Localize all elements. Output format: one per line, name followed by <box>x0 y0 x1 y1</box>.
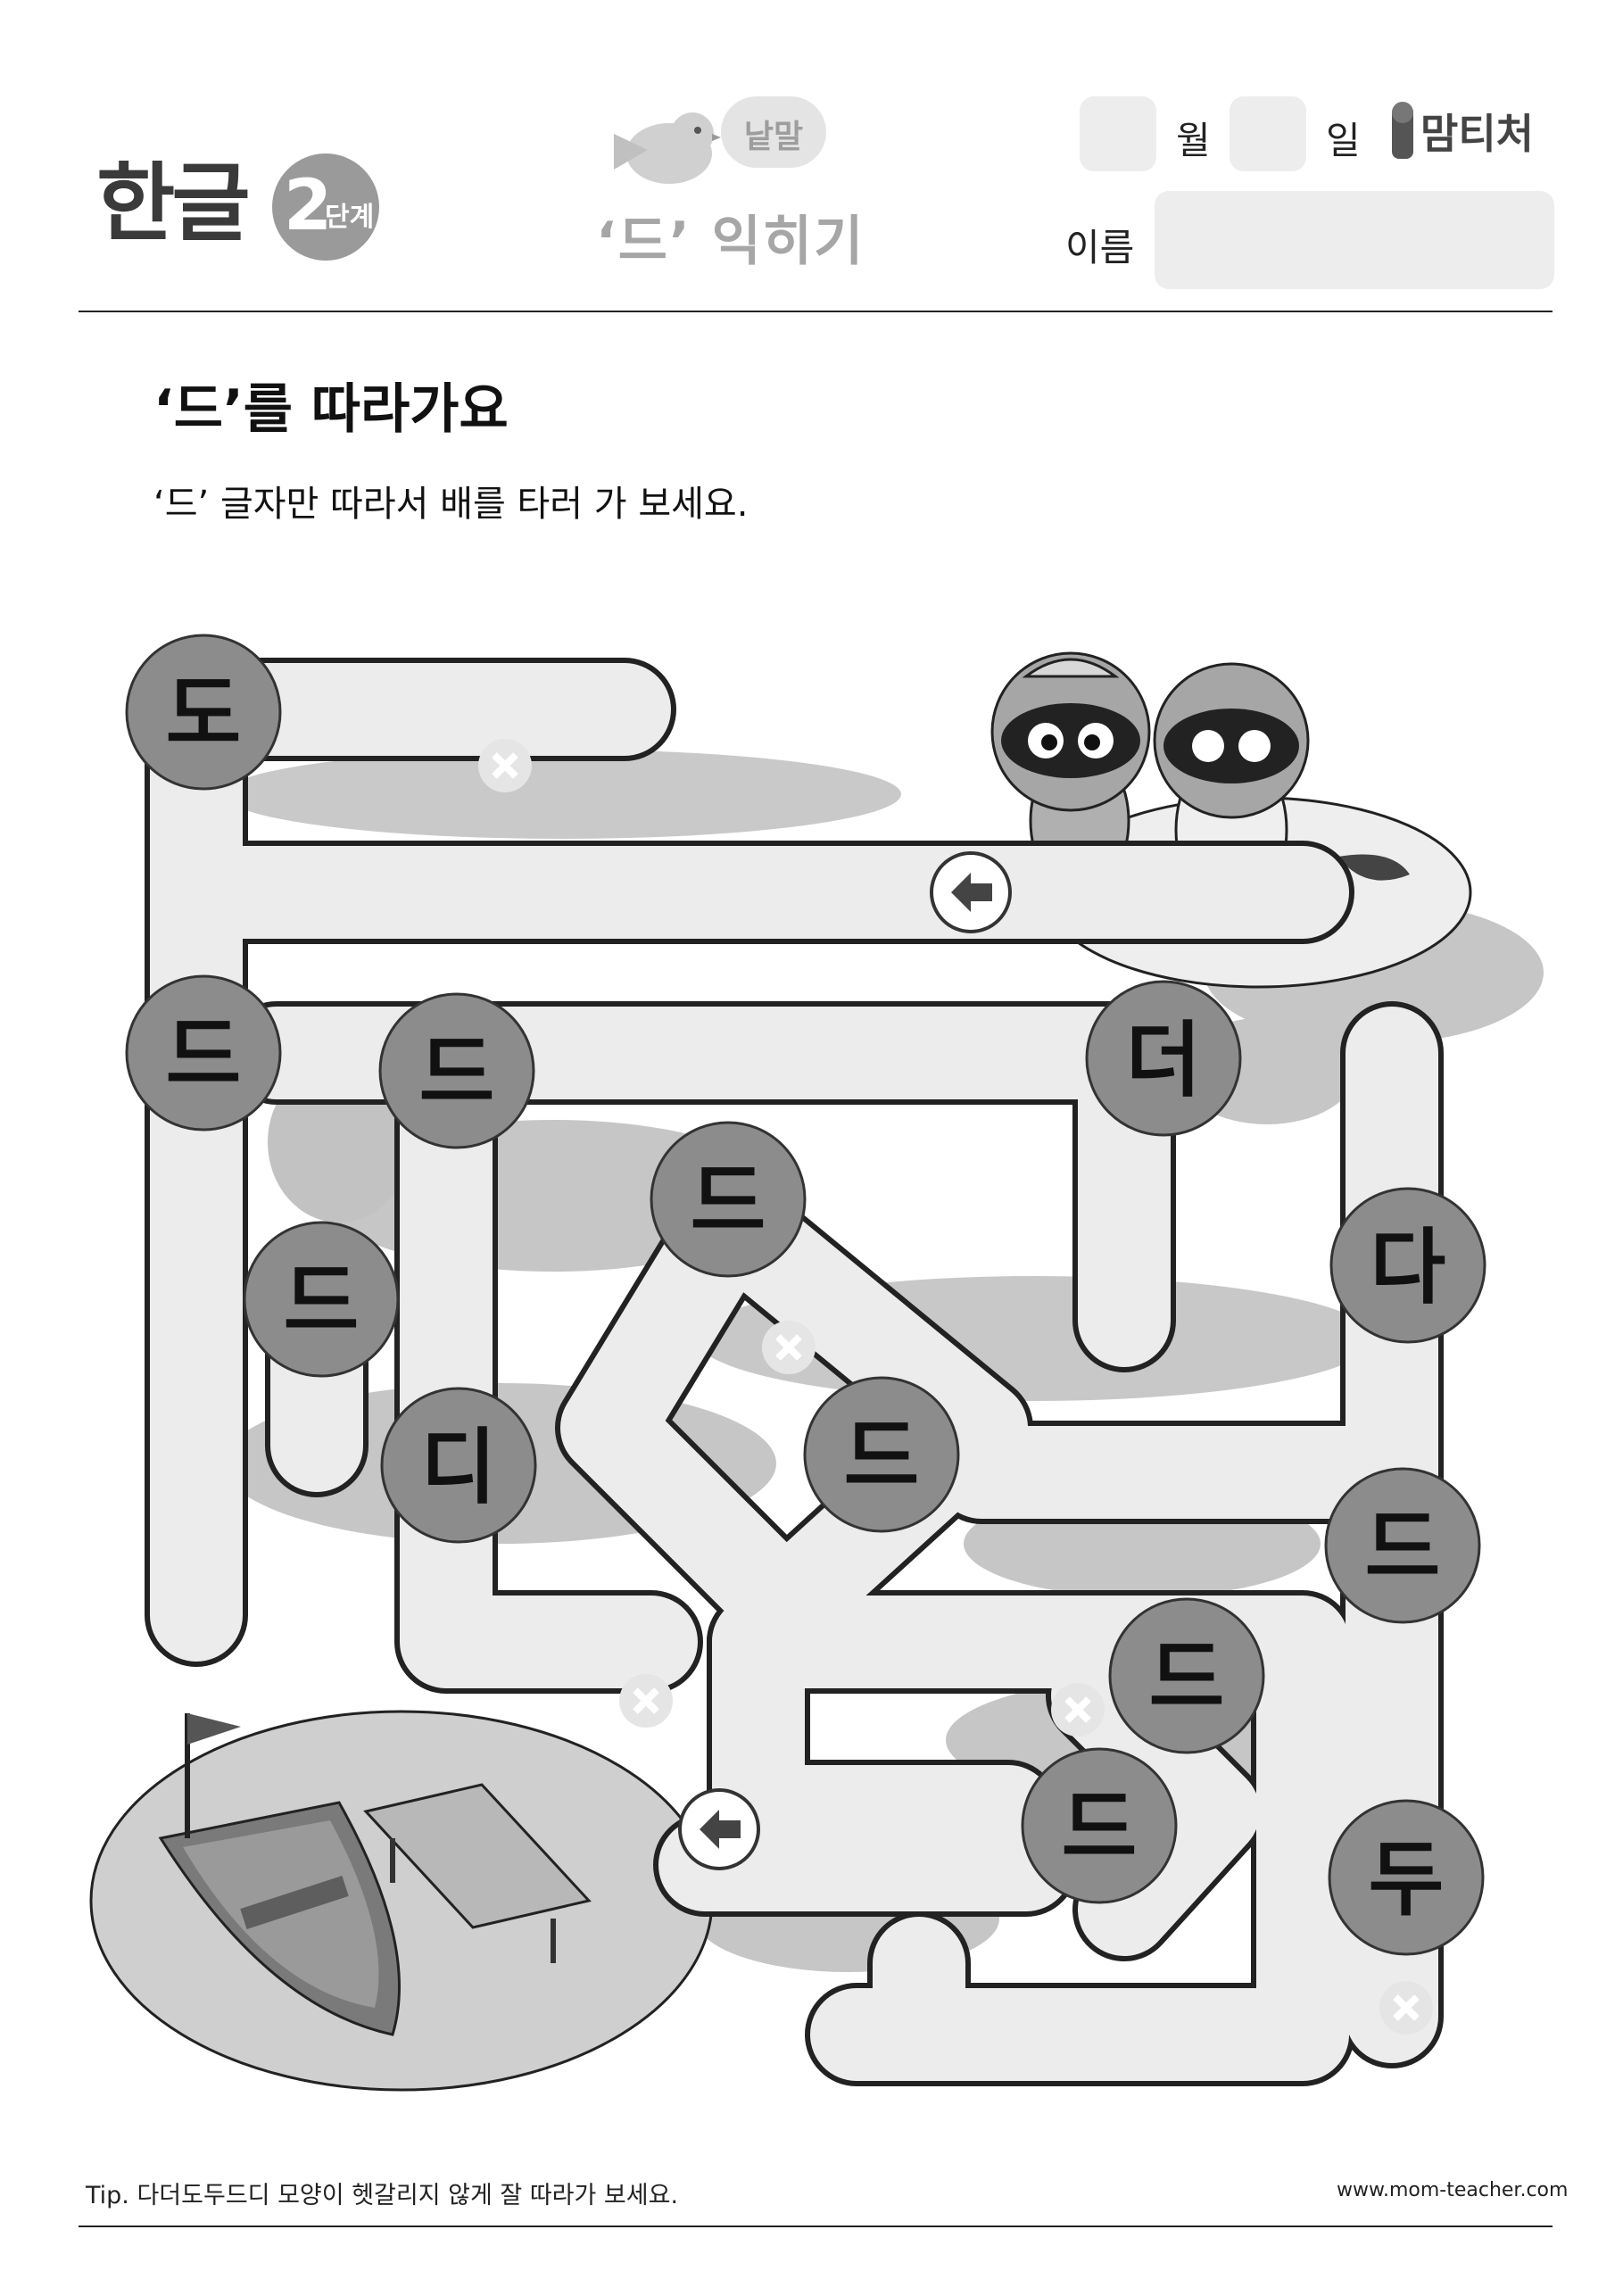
bird-icon <box>614 112 721 184</box>
footer-tip: Tip. 다더도두드디 모양이 헷갈리지 않게 잘 따라가 보세요. <box>86 2182 679 2209</box>
brand-logo: 맘티처 <box>1392 102 1534 159</box>
maze-node[interactable]: 디 <box>380 1387 537 1544</box>
maze-node[interactable]: 더 <box>1085 980 1242 1137</box>
rowboat-icon <box>158 1713 401 2036</box>
svg-text:드: 드 <box>1365 1500 1441 1596</box>
activity-title: ‘드’를 따라가요 <box>153 378 509 441</box>
goal-island <box>89 1710 714 2092</box>
svg-text:드: 드 <box>166 1007 242 1103</box>
svg-text:다: 다 <box>1370 1220 1446 1315</box>
maze-node[interactable]: 드 <box>803 1376 960 1533</box>
maze-node[interactable]: 드 <box>378 992 535 1149</box>
dock-icon <box>363 1783 592 1963</box>
month-label: 월 <box>1176 119 1211 162</box>
maze-node[interactable]: 드 <box>1108 1597 1265 1754</box>
logo-hangul: 한글 <box>96 153 251 253</box>
blocked-markers <box>478 739 1433 2035</box>
svg-text:더: 더 <box>1126 1013 1202 1108</box>
svg-text:도: 도 <box>166 667 242 762</box>
svg-text:드: 드 <box>844 1409 920 1504</box>
stage-number: 2 <box>284 166 333 246</box>
svg-text:드: 드 <box>1062 1780 1138 1876</box>
stage-badge <box>272 153 379 261</box>
header-divider <box>79 311 1553 312</box>
maze-node[interactable]: 드 <box>1324 1467 1481 1624</box>
maze-node[interactable]: 드 <box>243 1221 400 1378</box>
svg-text:디: 디 <box>421 1420 497 1515</box>
name-input[interactable] <box>1155 191 1554 289</box>
svg-text:드: 드 <box>691 1154 766 1249</box>
maze-nodes: 도 드 드 드 드 더 다 디 <box>125 634 1486 1956</box>
maze-node[interactable]: 드 <box>125 974 282 1131</box>
category-badge <box>721 96 826 168</box>
lesson-title: ‘드’ 익히기 <box>596 211 865 273</box>
start-arrow-icon <box>930 851 1012 933</box>
category-label: 낱말 <box>743 119 804 155</box>
day-input[interactable] <box>1230 96 1306 171</box>
svg-text:드: 드 <box>419 1025 495 1121</box>
maze-node[interactable]: 다 <box>1329 1187 1486 1344</box>
svg-text:드: 드 <box>284 1254 360 1349</box>
maze-node[interactable]: 드 <box>1021 1747 1178 1904</box>
day-label: 일 <box>1326 119 1361 162</box>
footer-url: www.mom-teacher.com <box>1337 2179 1569 2201</box>
svg-text:두: 두 <box>1369 1832 1445 1927</box>
footer-divider <box>79 2226 1553 2227</box>
stage-unit: 단계 <box>325 202 375 233</box>
activity-instruction: ‘드’ 글자만 따라서 배를 타러 가 보세요. <box>153 484 749 525</box>
maze-node[interactable]: 도 <box>125 634 282 791</box>
maze-node[interactable]: 두 <box>1328 1799 1485 1956</box>
svg-text:드: 드 <box>1149 1630 1225 1726</box>
name-label: 이름 <box>1065 226 1135 269</box>
goal-arrow-icon <box>678 1788 760 1870</box>
month-input[interactable] <box>1080 96 1156 171</box>
brand-name: 맘티처 <box>1420 110 1534 158</box>
maze-node[interactable]: 드 <box>650 1121 807 1278</box>
